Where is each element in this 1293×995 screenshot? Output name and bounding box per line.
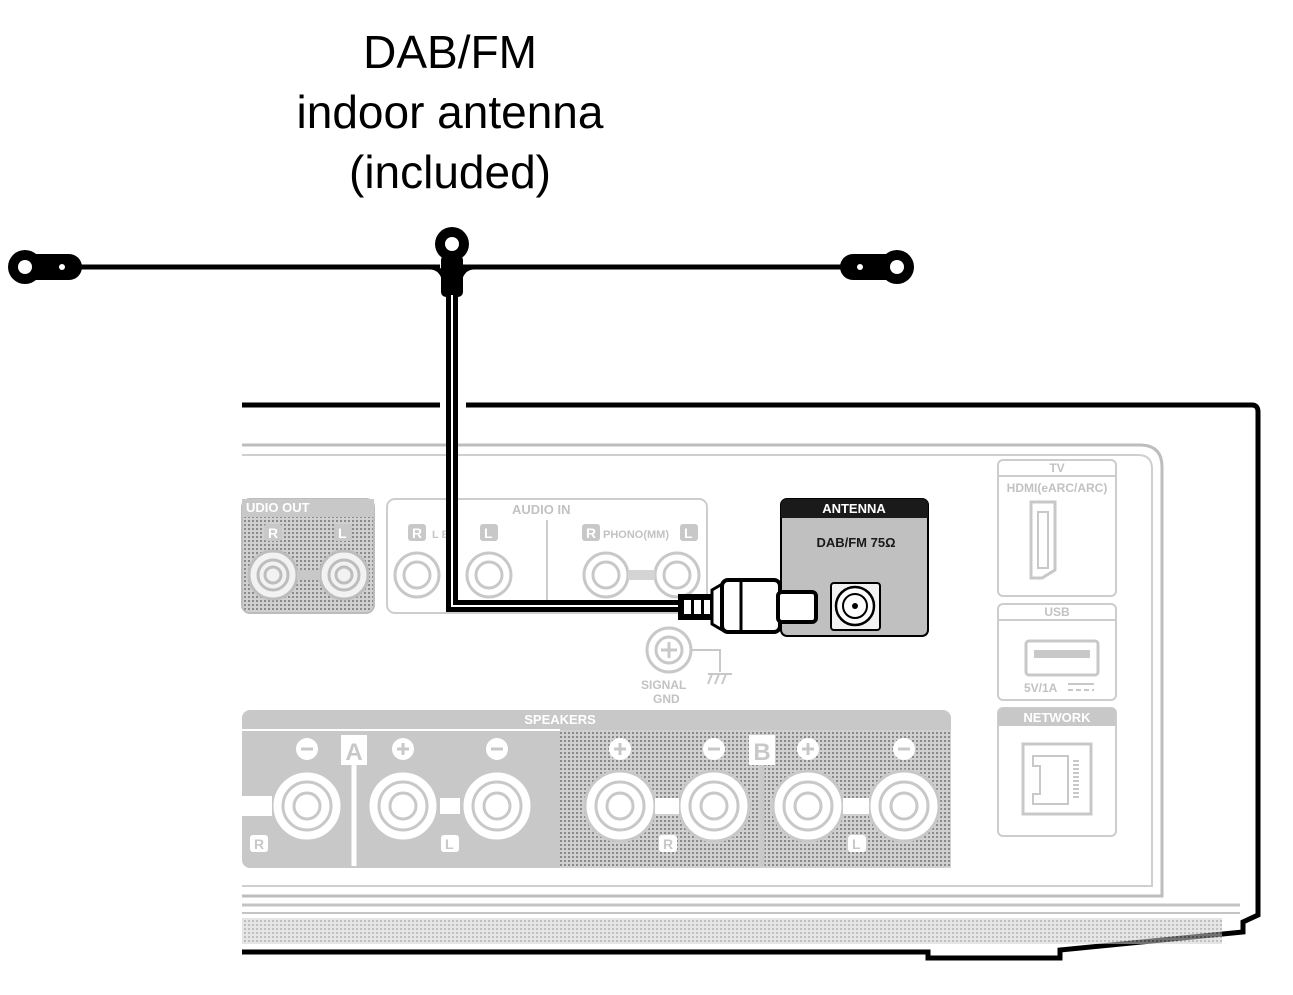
line-l: L bbox=[484, 525, 493, 541]
caption-line-1: DAB/FM bbox=[363, 26, 537, 78]
hdmi-icon bbox=[1029, 500, 1057, 580]
signal-gnd-label-2: GND bbox=[653, 692, 680, 706]
tv-hdmi-port-block: TV HDMI(eARC/ARC) bbox=[997, 459, 1117, 597]
tv-label: TV bbox=[1049, 461, 1064, 475]
usb-power-label: 5V/1A bbox=[1024, 681, 1058, 695]
phono-r: R bbox=[586, 525, 596, 541]
audio-out-jack-r bbox=[247, 549, 299, 601]
caption-line-3: (included) bbox=[349, 146, 551, 198]
caption-line-2: indoor antenna bbox=[296, 86, 604, 138]
audio-out-label: UDIO OUT bbox=[246, 500, 310, 515]
audio-out-l: L bbox=[338, 525, 347, 541]
antenna-t-wire bbox=[8, 227, 914, 297]
audio-out-r: R bbox=[268, 525, 278, 541]
audio-out-block: UDIO OUT R L bbox=[241, 498, 375, 614]
coax-cable bbox=[446, 295, 818, 634]
hdmi-label: HDMI(eARC/ARC) bbox=[1007, 481, 1108, 495]
speaker-posts bbox=[270, 769, 941, 843]
speaker-a-r: R bbox=[254, 836, 264, 852]
speakers-label: SPEAKERS bbox=[524, 712, 596, 727]
receiver-rear-panel bbox=[242, 402, 1261, 961]
line-jack-l bbox=[465, 551, 513, 599]
antenna-header: ANTENNA bbox=[822, 501, 886, 516]
speaker-b-l: L bbox=[852, 836, 861, 852]
signal-gnd-label-1: SIGNAL bbox=[641, 678, 686, 692]
line-mid: L E bbox=[432, 529, 449, 541]
phono-label: PHONO(MM) bbox=[603, 529, 669, 541]
antenna-jack bbox=[830, 582, 881, 631]
speaker-a-l: L bbox=[445, 836, 454, 852]
line-r: R bbox=[412, 525, 422, 541]
audio-in-block: AUDIO IN R L E L R PHONO(MM) L bbox=[386, 498, 708, 614]
usb-port-block: USB 5V/1A bbox=[997, 603, 1117, 701]
speaker-b-label: B bbox=[753, 739, 770, 766]
antenna-end-right bbox=[840, 250, 914, 284]
speaker-a-label: A bbox=[345, 739, 362, 766]
antenna-label: DAB/FM 75Ω bbox=[816, 535, 895, 550]
network-label: NETWORK bbox=[1023, 710, 1091, 725]
phono-l: L bbox=[684, 525, 693, 541]
usb-label: USB bbox=[1044, 605, 1070, 619]
phono-jack-r bbox=[582, 551, 630, 599]
network-port-block: NETWORK bbox=[997, 707, 1117, 837]
coax-plug bbox=[678, 578, 818, 634]
audio-out-jack-l bbox=[318, 549, 370, 601]
phono-jack-l bbox=[653, 551, 701, 599]
audio-in-label: AUDIO IN bbox=[512, 502, 571, 517]
signal-gnd-terminal: SIGNAL GND bbox=[641, 626, 732, 706]
speakers-block: SPEAKERS A B bbox=[242, 710, 951, 868]
antenna-end-left bbox=[8, 250, 82, 284]
speaker-b-r: R bbox=[663, 836, 673, 852]
antenna-hanger bbox=[435, 227, 469, 297]
line-jack-r bbox=[393, 551, 441, 599]
